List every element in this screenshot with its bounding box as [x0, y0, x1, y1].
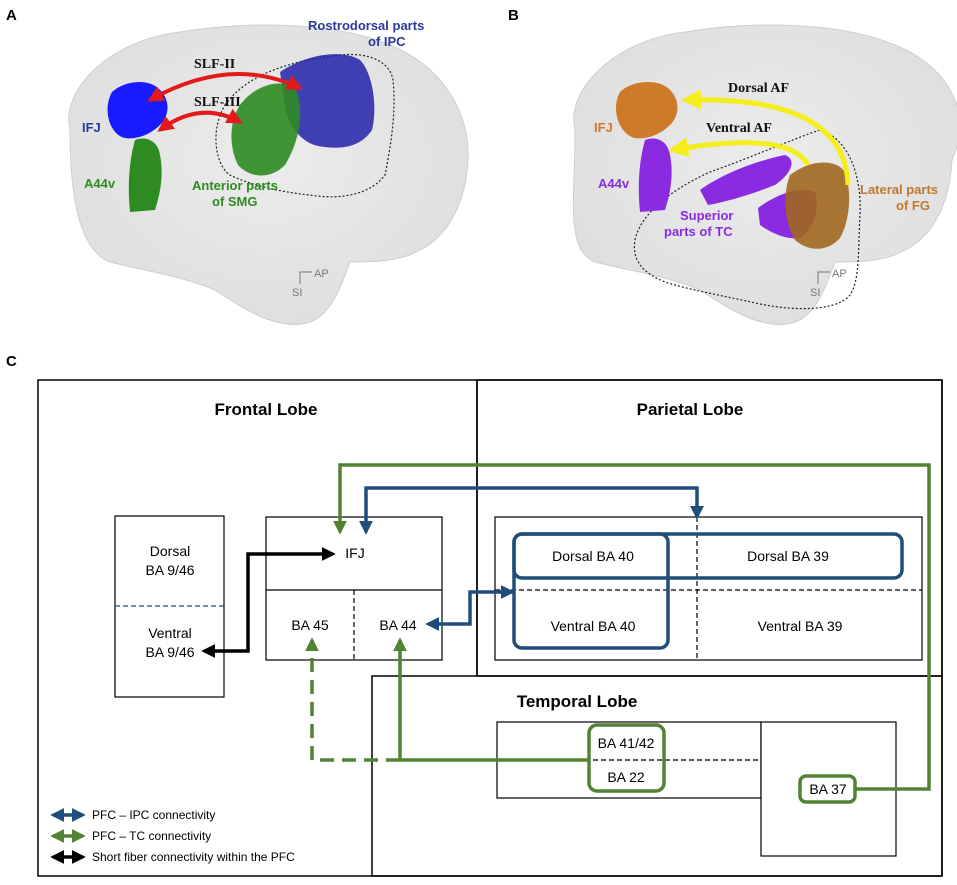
ifj-region-b [615, 81, 678, 139]
region-ifj: IFJ [345, 545, 364, 561]
temporal-lobe [371, 675, 943, 877]
region-ventral-ba40: Ventral BA 40 [551, 618, 636, 634]
panel-b-letter: B [508, 7, 519, 24]
smg-region [231, 83, 301, 176]
panel-c-letter: C [6, 353, 17, 370]
region-ba37: BA 37 [809, 781, 847, 797]
slf2-arrow [147, 72, 303, 102]
connection-ba37-ifj [333, 463, 931, 791]
label-ventral-af: Ventral AF [706, 121, 772, 136]
region-ba4142: BA 41/42 [598, 735, 655, 751]
region-dorsal-946-l2: BA 9/46 [145, 562, 194, 578]
label-fg-line2: of FG [896, 198, 930, 213]
legend-label-ipc: PFC – IPC connectivity [92, 808, 215, 822]
region-dorsal-ba40: Dorsal BA 40 [552, 548, 634, 564]
label-tc-line2: parts of TC [664, 224, 733, 239]
label-ipc-line2: of IPC [368, 34, 406, 49]
frontal-lobe-title: Frontal Lobe [215, 400, 318, 419]
region-ba45: BA 45 [291, 617, 329, 633]
region-dorsal-946-l1: Dorsal [150, 543, 190, 559]
ipc-box [494, 516, 923, 661]
connection-stg-ba45 [305, 637, 400, 762]
panel-a: A SLF-II SLF-III Rostrodorsal parts of I… [6, 7, 469, 325]
temporal-lobe-title: Temporal Lobe [517, 692, 638, 711]
label-slf3: SLF-III [194, 95, 241, 110]
region-ba22: BA 22 [607, 769, 645, 785]
dorsal-af-arrow [681, 89, 851, 186]
region-ventral-ba39: Ventral BA 39 [758, 618, 843, 634]
ipc-region [280, 54, 375, 148]
label-fg-line1: Lateral parts [860, 182, 938, 197]
label-tc-line1: Superior [680, 208, 733, 223]
legend: PFC – IPC connectivity PFC – TC connecti… [50, 808, 295, 864]
label-slf2: SLF-II [194, 57, 235, 72]
ventral-af-arrow [668, 137, 811, 167]
region-dorsal-ba39: Dorsal BA 39 [747, 548, 829, 564]
connection-ipc-ifj [359, 486, 704, 535]
a44v-region [638, 138, 672, 212]
region-ba44: BA 44 [379, 617, 417, 633]
axis-ap-b: AP [832, 268, 847, 280]
axis-si-a: SI [292, 287, 302, 299]
panel-a-letter: A [6, 7, 17, 24]
label-a44v-b: A44v [598, 176, 630, 191]
axis-si-b: SI [810, 287, 820, 299]
panel-b: B Dorsal AF Ventral AF IFJ A44v Superior… [508, 7, 957, 325]
connection-ipc-ba44 [425, 585, 515, 631]
legend-label-tc: PFC – TC connectivity [92, 829, 211, 843]
label-ifj-b: IFJ [594, 120, 613, 135]
panel-c: C Frontal Lobe Parietal Lobe Temporal Lo… [6, 353, 943, 877]
parietal-lobe-title: Parietal Lobe [637, 400, 744, 419]
a44v-region [128, 138, 162, 212]
region-ventral-946-l1: Ventral [148, 625, 192, 641]
label-ipc-line1: Rostrodorsal parts [308, 18, 424, 33]
label-a44v-a: A44v [84, 176, 116, 191]
axis-indicator-a [299, 271, 312, 284]
label-smg-line2: of SMG [212, 194, 258, 209]
slf3-arrow [157, 108, 243, 132]
label-ifj-a: IFJ [82, 120, 101, 135]
region-ventral-946-l2: BA 9/46 [145, 644, 194, 660]
axis-ap-a: AP [314, 268, 329, 280]
connection-ifj-ventral946 [201, 547, 336, 658]
label-smg-line1: Anterior parts [192, 178, 278, 193]
legend-label-short: Short fiber connectivity within the PFC [92, 850, 295, 864]
label-dorsal-af: Dorsal AF [728, 81, 789, 96]
tc-outline [633, 129, 861, 310]
ba4142-22-highlight [587, 723, 666, 793]
fg-region [785, 162, 850, 249]
superior-tc-region [700, 155, 792, 205]
axis-indicator-b [817, 271, 830, 284]
brain-silhouette [68, 24, 469, 325]
